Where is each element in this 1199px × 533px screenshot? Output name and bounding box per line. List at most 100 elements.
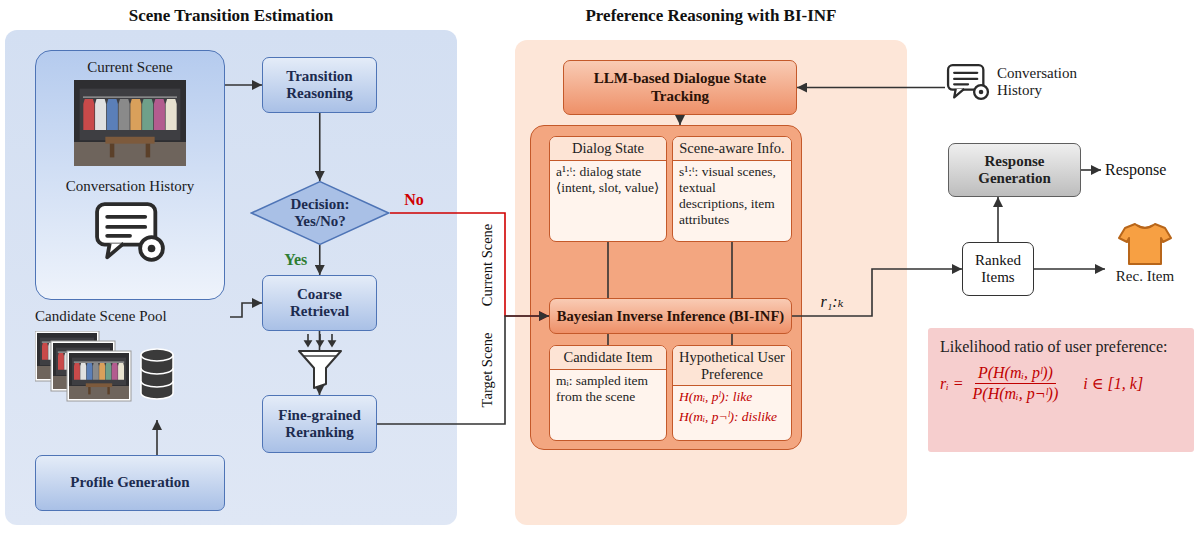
box-content: Coarse Retrieval: [269, 286, 370, 321]
formula-row: rᵢ = P(H(mᵢ, pˡ))P(H(mᵢ, p¬ˡ)) i ∈ [1, k]: [940, 364, 1182, 403]
box-content: LLM-based Dialogue State Tracking: [570, 70, 790, 105]
connector: [792, 269, 962, 316]
box-label: Coarse Retrieval: [269, 286, 370, 321]
box-label: Bayesian Inverse Inference (BI-INF): [556, 308, 785, 325]
panel-title: Preference Reasoning with BI-INF: [515, 5, 907, 27]
history-label: Conversation History: [66, 178, 195, 195]
box-body: mᵢ: sampled item from the scene: [550, 370, 666, 405]
box-content: Hypothetical User PreferenceH(mᵢ, pˡ): l…: [673, 346, 791, 425]
scene-pool-images: [35, 331, 230, 419]
index-range: i ∈ [1, k]: [1083, 374, 1143, 393]
box-label: Ranked Items: [969, 252, 1027, 287]
box-heading: Dialog State: [550, 137, 666, 161]
box-body: a¹:ᵗ: dialog state ⟨intent, slot, value⟩: [550, 161, 666, 196]
process-box: LLM-based Dialogue State Tracking: [563, 60, 797, 115]
label-anchor: Response: [1105, 161, 1166, 179]
connector: [230, 303, 262, 317]
connector: [731, 242, 733, 298]
scene-pool: Candidate Scene Pool: [35, 308, 230, 420]
label-anchor: Yes: [284, 251, 307, 269]
process-box: Coarse Retrieval: [262, 275, 377, 331]
branch-label: Yes: [284, 251, 307, 269]
decision-diamond: Decision: Yes/No?: [250, 181, 390, 245]
info-box: Hypothetical User PreferenceH(mᵢ, pˡ): l…: [672, 345, 792, 441]
scene-context-box: Current SceneConversation History: [35, 50, 225, 300]
connector: [319, 245, 321, 275]
box-content: Bayesian Inverse Inference (BI-INF): [556, 308, 785, 325]
history-label: Conversation History: [997, 65, 1092, 100]
item-label: Rec. Item: [1116, 268, 1174, 285]
box-label: LLM-based Dialogue State Tracking: [570, 70, 790, 105]
panel: Preference Reasoning with BI-INF LLM-base…: [515, 5, 907, 527]
info-box: Scene-aware Info.s¹:ᵗ: visual scenes, te…: [672, 136, 792, 242]
connector: [997, 197, 999, 242]
formula-lhs: rᵢ =: [940, 375, 964, 393]
process-box: Response Generation: [948, 143, 1081, 197]
box-content: Transition Reasoning: [269, 68, 370, 103]
output-label: Response: [1105, 161, 1166, 179]
connector: [731, 334, 733, 345]
box-content: Scene-aware Info.s¹:ᵗ: visual scenes, te…: [673, 137, 791, 228]
box-content: Fine-grained Reranking: [269, 407, 370, 442]
label-anchor: r₁:ₖ: [821, 293, 844, 311]
label-anchor: Current Scene: [480, 223, 496, 306]
box-label: Profile Generation: [42, 474, 218, 491]
label-anchor: Target Scene: [480, 333, 496, 408]
box-content: Dialog Statea¹:ᵗ: dialog state ⟨intent, …: [550, 137, 666, 196]
box-heading: Hypothetical User Preference: [673, 346, 791, 386]
box-heading: Candidate Item: [550, 346, 666, 370]
connector: [377, 316, 549, 424]
box-content: Ranked Items: [969, 252, 1027, 287]
decision-label: Decision: Yes/No?: [274, 196, 366, 230]
formula-heading: Likelihood ratio of user preference:: [940, 338, 1182, 356]
connector: [1034, 268, 1105, 270]
funnel-icon: [296, 334, 344, 390]
box-content: Decision: Yes/No?: [274, 196, 366, 230]
process-box: Transition Reasoning: [262, 57, 377, 113]
chat-icon: [92, 199, 168, 265]
box-heading: Scene-aware Info.: [673, 137, 791, 161]
box-content: Response Generation: [955, 153, 1074, 188]
connector: [797, 87, 945, 89]
arrow: [1081, 169, 1101, 171]
fraction: P(H(mᵢ, pˡ))P(H(mᵢ, p¬ˡ)): [970, 364, 1062, 403]
panel-title: Scene Transition Estimation: [5, 5, 457, 27]
connector: [390, 213, 549, 316]
box-label: Fine-grained Reranking: [269, 407, 370, 442]
recommended-item: Rec. Item: [1105, 220, 1185, 305]
process-box: Fine-grained Reranking: [262, 395, 377, 453]
arrow: [679, 115, 681, 125]
box-body: H(mᵢ, p¬ˡ): dislike: [673, 406, 791, 425]
info-box: Dialog Statea¹:ᵗ: dialog state ⟨intent, …: [549, 136, 667, 242]
flow-label: Target Scene: [480, 333, 496, 408]
box-content: Profile Generation: [42, 474, 218, 491]
scene-label: Current Scene: [87, 59, 172, 76]
box-content: Candidate Itemmᵢ: sampled item from the …: [550, 346, 666, 405]
shirt-icon: [1117, 220, 1173, 268]
connector: [319, 113, 321, 181]
numerator: P(H(mᵢ, pˡ)): [975, 364, 1056, 384]
ratio-label: r₁:ₖ: [821, 293, 844, 311]
conversation-source: Conversation History: [945, 52, 1095, 112]
box-label: Response Generation: [955, 153, 1074, 188]
denominator: P(H(mᵢ, p¬ˡ)): [970, 384, 1062, 403]
connector: [156, 420, 158, 455]
pool-label: Candidate Scene Pool: [35, 308, 167, 325]
branch-label: No: [404, 191, 424, 209]
list-box: Ranked Items: [962, 242, 1034, 296]
connector: [607, 334, 609, 345]
flow-label: Current Scene: [480, 223, 496, 306]
connector: [225, 84, 262, 86]
label-anchor: No: [404, 191, 424, 209]
box-body: H(mᵢ, pˡ): like: [673, 386, 791, 405]
chat-icon: [945, 62, 991, 102]
formula-box: Likelihood ratio of user preference: rᵢ =…: [928, 328, 1194, 452]
panel: Scene Transition EstimationCurrent Scene…: [5, 5, 457, 527]
scene-image: [74, 80, 186, 166]
info-box: Candidate Itemmᵢ: sampled item from the …: [549, 345, 667, 441]
box-label: Transition Reasoning: [269, 68, 370, 103]
box-body: s¹:ᵗ: visual scenes, textual description…: [673, 161, 791, 229]
process-box: Bayesian Inverse Inference (BI-INF): [549, 298, 792, 334]
connector: [607, 242, 609, 298]
